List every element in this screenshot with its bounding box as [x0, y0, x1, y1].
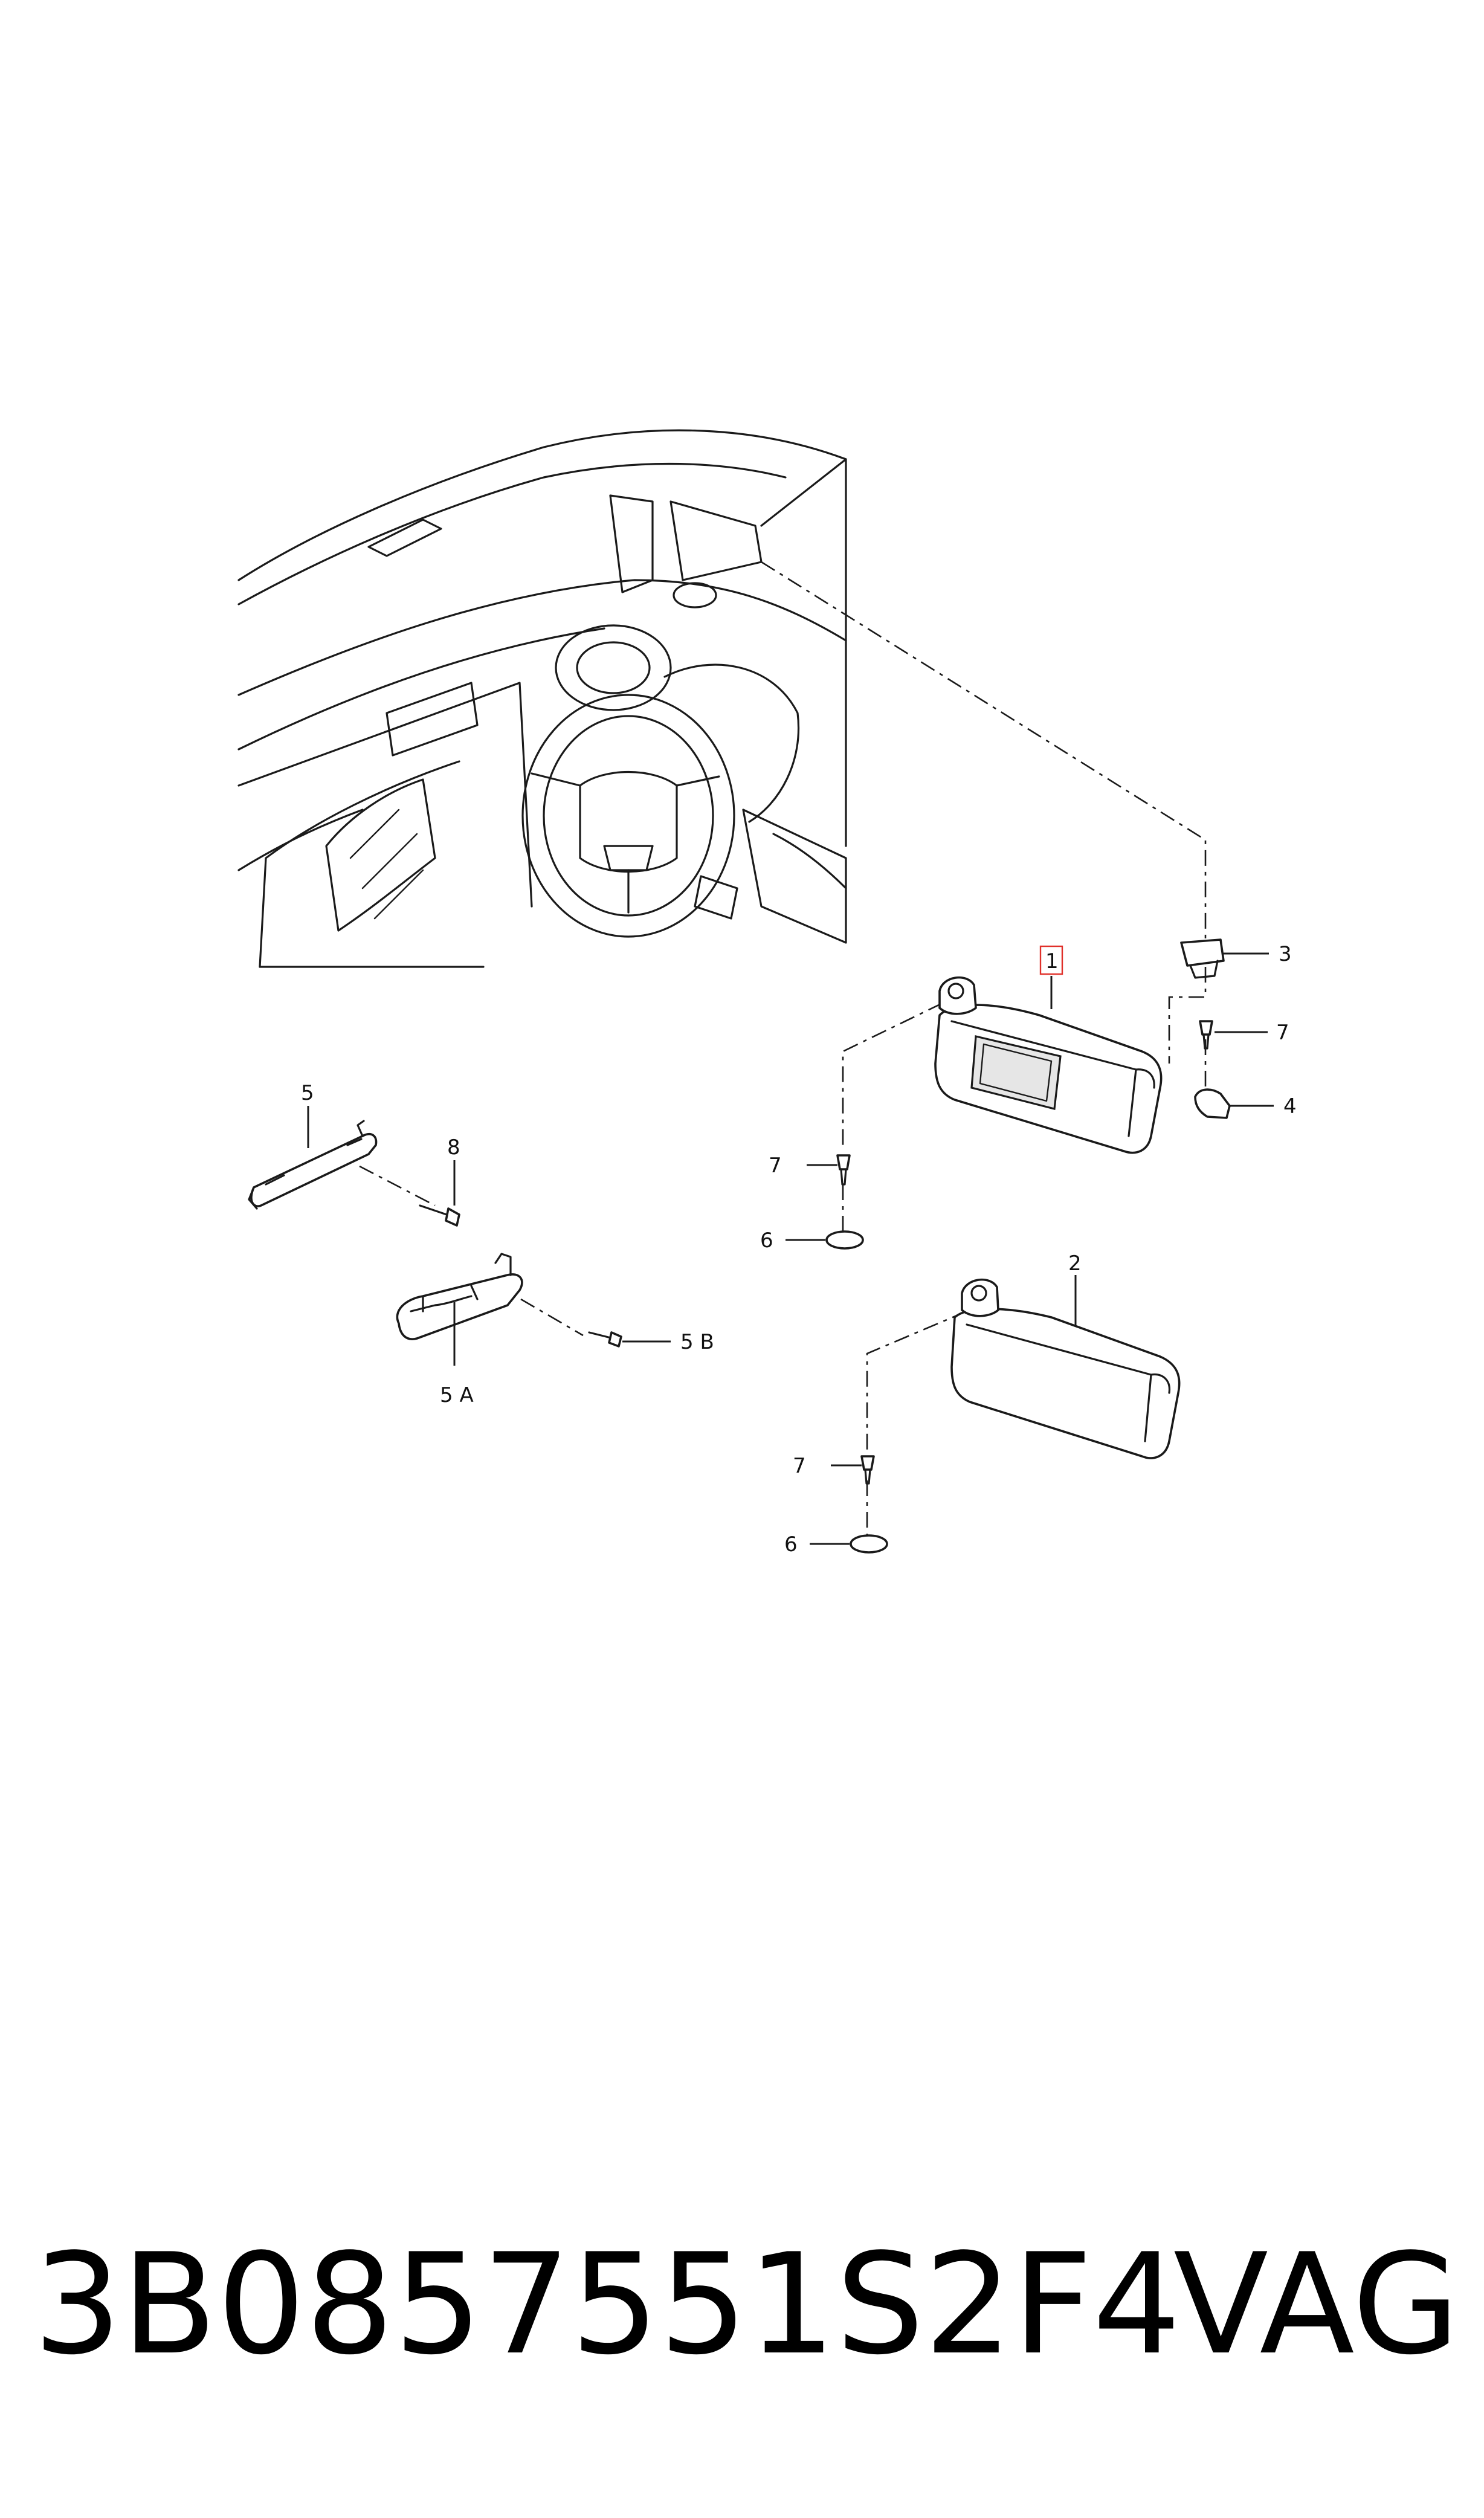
grab-handle-5a[interactable]: [396, 1253, 523, 1340]
clip-3[interactable]: [1180, 938, 1225, 979]
cap-6-upper[interactable]: [825, 1230, 864, 1250]
callout-4: 4: [1283, 1094, 1297, 1119]
callout-7-upper-left: 7: [769, 1154, 782, 1178]
screw-7-c[interactable]: [860, 1455, 875, 1485]
callout-3: 3: [1279, 942, 1292, 966]
car-interior-illustration: [237, 429, 847, 968]
grab-handle-5[interactable]: [248, 1120, 378, 1210]
cover-4[interactable]: [1194, 1088, 1231, 1119]
screw-7-b[interactable]: [1199, 1020, 1213, 1050]
sun-visor-1[interactable]: [934, 976, 1163, 1154]
callout-6-lower: 6: [784, 1532, 798, 1557]
callout-5: 5: [301, 1081, 314, 1105]
sun-visor-2[interactable]: [950, 1278, 1181, 1459]
brand-caption: VAG: [1173, 2224, 1460, 2386]
callout-8: 8: [447, 1135, 460, 1160]
part-number-caption: 3B0857551S2F4: [33, 2224, 1181, 2386]
cap-6-lower[interactable]: [850, 1534, 888, 1554]
callout-7-lower-left: 7: [793, 1454, 806, 1478]
callout-5b: 5 B: [680, 1330, 714, 1354]
callout-5a: 5 A: [440, 1383, 474, 1407]
screw-5b[interactable]: [588, 1331, 622, 1348]
leader-lines: [307, 952, 1274, 1545]
screw-8[interactable]: [419, 1204, 460, 1227]
callout-labels: 1 2 3 4 5 5 A 5 B 6 6 7 7 7 8: [301, 942, 1297, 1557]
callout-2: 2: [1068, 1251, 1082, 1276]
callout-1: 1: [1045, 949, 1059, 973]
callout-6-upper: 6: [760, 1228, 773, 1253]
callout-1-highlight: [1039, 945, 1063, 975]
screw-7-a[interactable]: [836, 1154, 851, 1186]
callout-7-right: 7: [1276, 1021, 1289, 1045]
assembly-lines: [359, 561, 1207, 1535]
